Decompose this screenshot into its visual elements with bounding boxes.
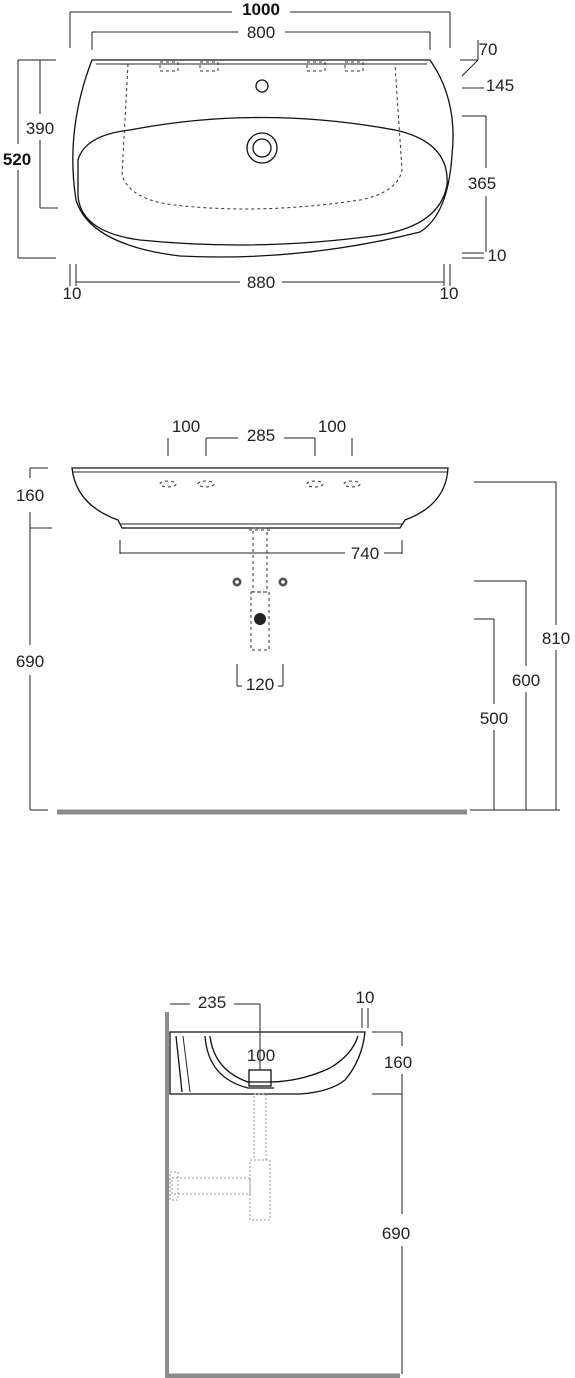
dim-bracket-height: 600 <box>512 671 540 690</box>
dim-tap-to-drain: 100 <box>247 1046 275 1065</box>
dim-rim-thickness: 10 <box>356 988 375 1007</box>
dim-offset-b: 145 <box>486 76 514 95</box>
front-trap <box>250 591 270 651</box>
top-bowl-dashed <box>121 63 403 210</box>
tap-hole-4 <box>344 61 364 72</box>
top-bowl-outline <box>77 116 448 246</box>
dim-edge-thickness: 10 <box>488 246 507 265</box>
dim-right-margin: 10 <box>440 284 459 303</box>
bracket-left-icon <box>232 577 242 587</box>
side-view: 235 10 100 160 690 <box>165 988 412 1378</box>
front-hole-3 <box>306 480 324 488</box>
front-drain-outlet <box>254 613 266 625</box>
side-waste-pipe <box>253 1093 267 1161</box>
dim-side-basin-height: 160 <box>384 1053 412 1072</box>
dim-floor-to-basin: 690 <box>16 652 44 671</box>
dim-basin-height: 160 <box>16 486 44 505</box>
dim-wall-to-tap: 235 <box>198 993 226 1012</box>
dim-bracket-spacing: 120 <box>246 675 274 694</box>
drain-outer <box>246 132 278 164</box>
dim-hole-spacing-right: 100 <box>318 417 346 436</box>
front-hole-4 <box>343 480 361 488</box>
dim-offset-a: 70 <box>479 40 498 59</box>
tap-hole-2 <box>199 61 219 72</box>
dim-overall-width: 1000 <box>242 0 280 19</box>
tap-hole-1 <box>159 61 179 72</box>
dim-depth-total: 520 <box>3 150 31 169</box>
dim-left-margin: 10 <box>63 284 82 303</box>
dim-bottom-width: 740 <box>351 544 379 563</box>
top-view: 1000 800 520 390 70 145 365 10 <box>3 0 514 303</box>
dim-base-width: 880 <box>247 273 275 292</box>
tap-center-hole <box>255 79 269 93</box>
side-bowl-curve <box>209 1035 359 1083</box>
dim-hole-spacing-center: 285 <box>247 426 275 445</box>
dim-total-height: 810 <box>542 629 570 648</box>
side-trap <box>249 1159 271 1221</box>
dim-side-floor-to-basin: 690 <box>382 1224 410 1243</box>
drain-inner <box>252 138 272 158</box>
dim-hole-spacing-left: 100 <box>172 417 200 436</box>
front-basin-outline <box>71 467 449 529</box>
side-basin-outline <box>169 1031 366 1095</box>
dim-depth-front: 390 <box>26 119 54 138</box>
front-view: 100 285 100 740 120 160 <box>16 417 570 815</box>
tap-hole-3 <box>306 61 326 72</box>
dim-bowl-depth: 365 <box>468 174 496 193</box>
top-basin-outline <box>72 59 454 258</box>
side-drain <box>248 1069 272 1087</box>
bracket-right-icon <box>278 577 288 587</box>
front-hole-2 <box>197 480 215 488</box>
side-wall-pipe <box>171 1177 251 1195</box>
front-hole-1 <box>159 480 177 488</box>
dim-waste-height: 500 <box>480 709 508 728</box>
front-waste-pipe <box>252 527 268 593</box>
dim-rim-width: 800 <box>247 23 275 42</box>
